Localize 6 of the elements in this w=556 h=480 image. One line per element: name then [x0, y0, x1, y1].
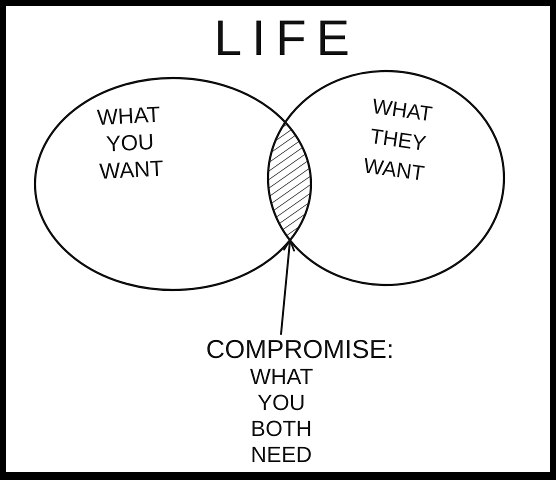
circle-label: WHAT YOU WANT [96, 100, 164, 185]
circle-label: WHAT THEY WANT [361, 94, 434, 188]
title: LIFE [213, 10, 360, 66]
arrow [280, 239, 295, 335]
caption-text: WHAT YOU BOTH NEED [250, 364, 313, 468]
caption-heading: COMPROMISE: [206, 334, 394, 364]
